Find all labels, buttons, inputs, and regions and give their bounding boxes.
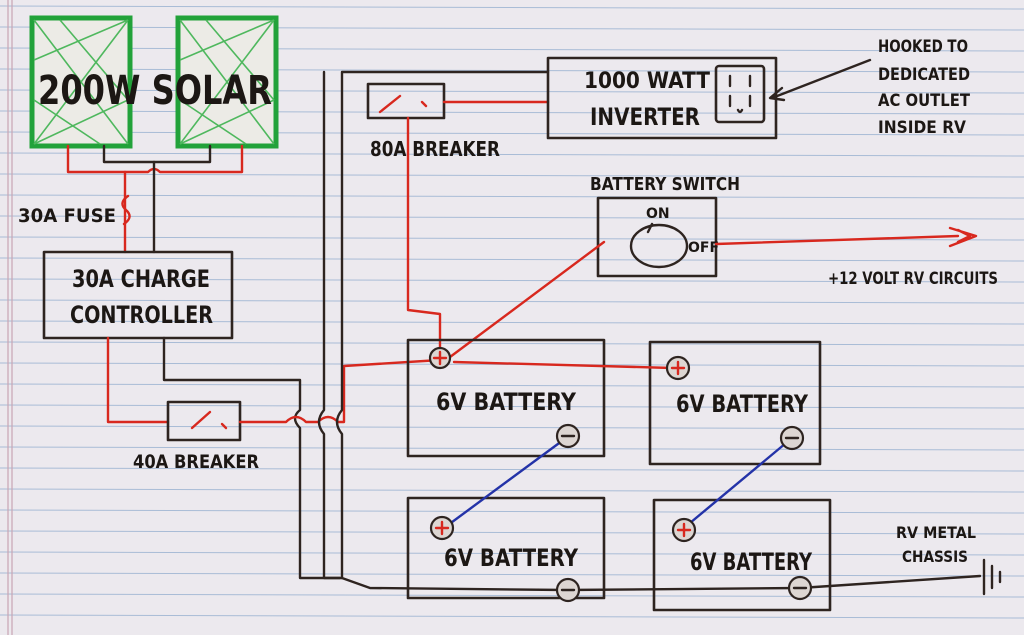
ground-symbol-icon [982, 558, 1002, 596]
ruling-line [0, 299, 1024, 304]
ruling-line [0, 530, 1024, 535]
controller-positive-wire [106, 336, 170, 424]
ruling-line [0, 446, 1024, 451]
solar-panel-left [29, 15, 133, 149]
solar-label: 200W SOLAR [38, 68, 272, 114]
positive-terminal-icon [671, 517, 697, 543]
ruling-line [0, 26, 1024, 31]
ruling-line [0, 257, 1024, 262]
ruling-line [0, 467, 1024, 472]
ruling-line [0, 68, 1024, 73]
positive-link-wire [452, 360, 674, 370]
ruling-line [0, 614, 1024, 619]
chassis-label-line2: CHASSIS [902, 547, 968, 566]
negative-terminal-icon [779, 425, 805, 451]
ruling-line [0, 383, 1024, 388]
ruling-line [0, 488, 1024, 493]
negative-terminal-icon [787, 575, 813, 601]
positive-terminal-icon [429, 515, 455, 541]
positive-terminal-icon [665, 355, 691, 381]
breaker-80a-switch-icon [378, 94, 428, 114]
battery-label-bottom-right: 6V BATTERY [690, 548, 812, 576]
ruling-line [0, 215, 1024, 220]
battery-label-bottom-left: 6V BATTERY [444, 544, 579, 572]
charge-controller-line1: 30A CHARGE [72, 265, 210, 293]
ruling-line [0, 194, 1024, 199]
outlet-note-line4: INSIDE RV [878, 118, 967, 138]
ruling-line [0, 425, 1024, 430]
breaker-40a-box [166, 400, 242, 442]
battery-switch-on: ON [646, 206, 670, 222]
main-negative-loop [317, 70, 550, 580]
breaker-40a-switch-icon [190, 410, 228, 430]
ac-outlet-icon [714, 64, 766, 124]
ruling-line [0, 278, 1024, 283]
ruling-line [0, 593, 1024, 598]
ruling-line [0, 320, 1024, 325]
battery-box-bottom-right [652, 498, 832, 612]
outlet-note-arrow [768, 58, 872, 102]
ruling-line [0, 572, 1024, 577]
battery-switch-off: OFF [688, 240, 719, 256]
outlet-note-line2: DEDICATED [878, 65, 970, 85]
series-link-left [442, 436, 568, 530]
inverter-line1: 1000 WATT [584, 69, 710, 94]
negative-terminal-icon [555, 577, 581, 603]
ruling-line [0, 341, 1024, 346]
negative-terminal-icon [555, 423, 581, 449]
ruling-line [0, 5, 1024, 10]
battery-label-top-right: 6V BATTERY [676, 390, 808, 418]
solar-panel-right [175, 15, 279, 149]
ruling-line [0, 110, 1024, 115]
ruling-line [0, 89, 1024, 94]
fuse-symbol [121, 194, 131, 226]
battery-box-top-right [648, 340, 822, 466]
solar-wiring [66, 144, 244, 254]
rv-circuits-label: +12 VOLT RV CIRCUITS [828, 269, 998, 289]
battery-switch-box [596, 196, 718, 278]
battery-label-top-left: 6V BATTERY [436, 388, 577, 416]
breaker-80a-to-battery [406, 116, 442, 358]
ground-wire [340, 574, 982, 592]
ruling-line [0, 509, 1024, 514]
series-link-right [682, 436, 794, 530]
breaker-40a-label: 40A BREAKER [133, 451, 259, 473]
chassis-label-line1: RV METAL [896, 523, 976, 542]
rv-circuits-wire [714, 234, 960, 246]
ruling-line [0, 47, 1024, 52]
breaker-80a-label: 80A BREAKER [370, 137, 500, 161]
fuse-label: 30A FUSE [18, 205, 116, 227]
positive-terminal-icon [428, 346, 452, 370]
battery-box-bottom-left [406, 496, 606, 600]
battery-switch-knob [629, 223, 689, 269]
inverter-line2: INVERTER [590, 103, 700, 131]
battery-box-top-left [406, 338, 606, 458]
charge-controller-box [42, 250, 234, 340]
outlet-note-line3: AC OUTLET [878, 91, 970, 111]
charge-controller-line2: CONTROLLER [70, 301, 213, 329]
battery-switch-label: BATTERY SWITCH [590, 174, 740, 195]
outlet-note-line1: HOOKED TO [878, 37, 968, 57]
ruling-line [0, 152, 1024, 157]
ruling-line [0, 404, 1024, 409]
ruling-line [0, 173, 1024, 178]
ruling-line [0, 551, 1024, 556]
ruling-line [0, 131, 1024, 136]
rv-circuits-arrow-icon [948, 226, 978, 248]
